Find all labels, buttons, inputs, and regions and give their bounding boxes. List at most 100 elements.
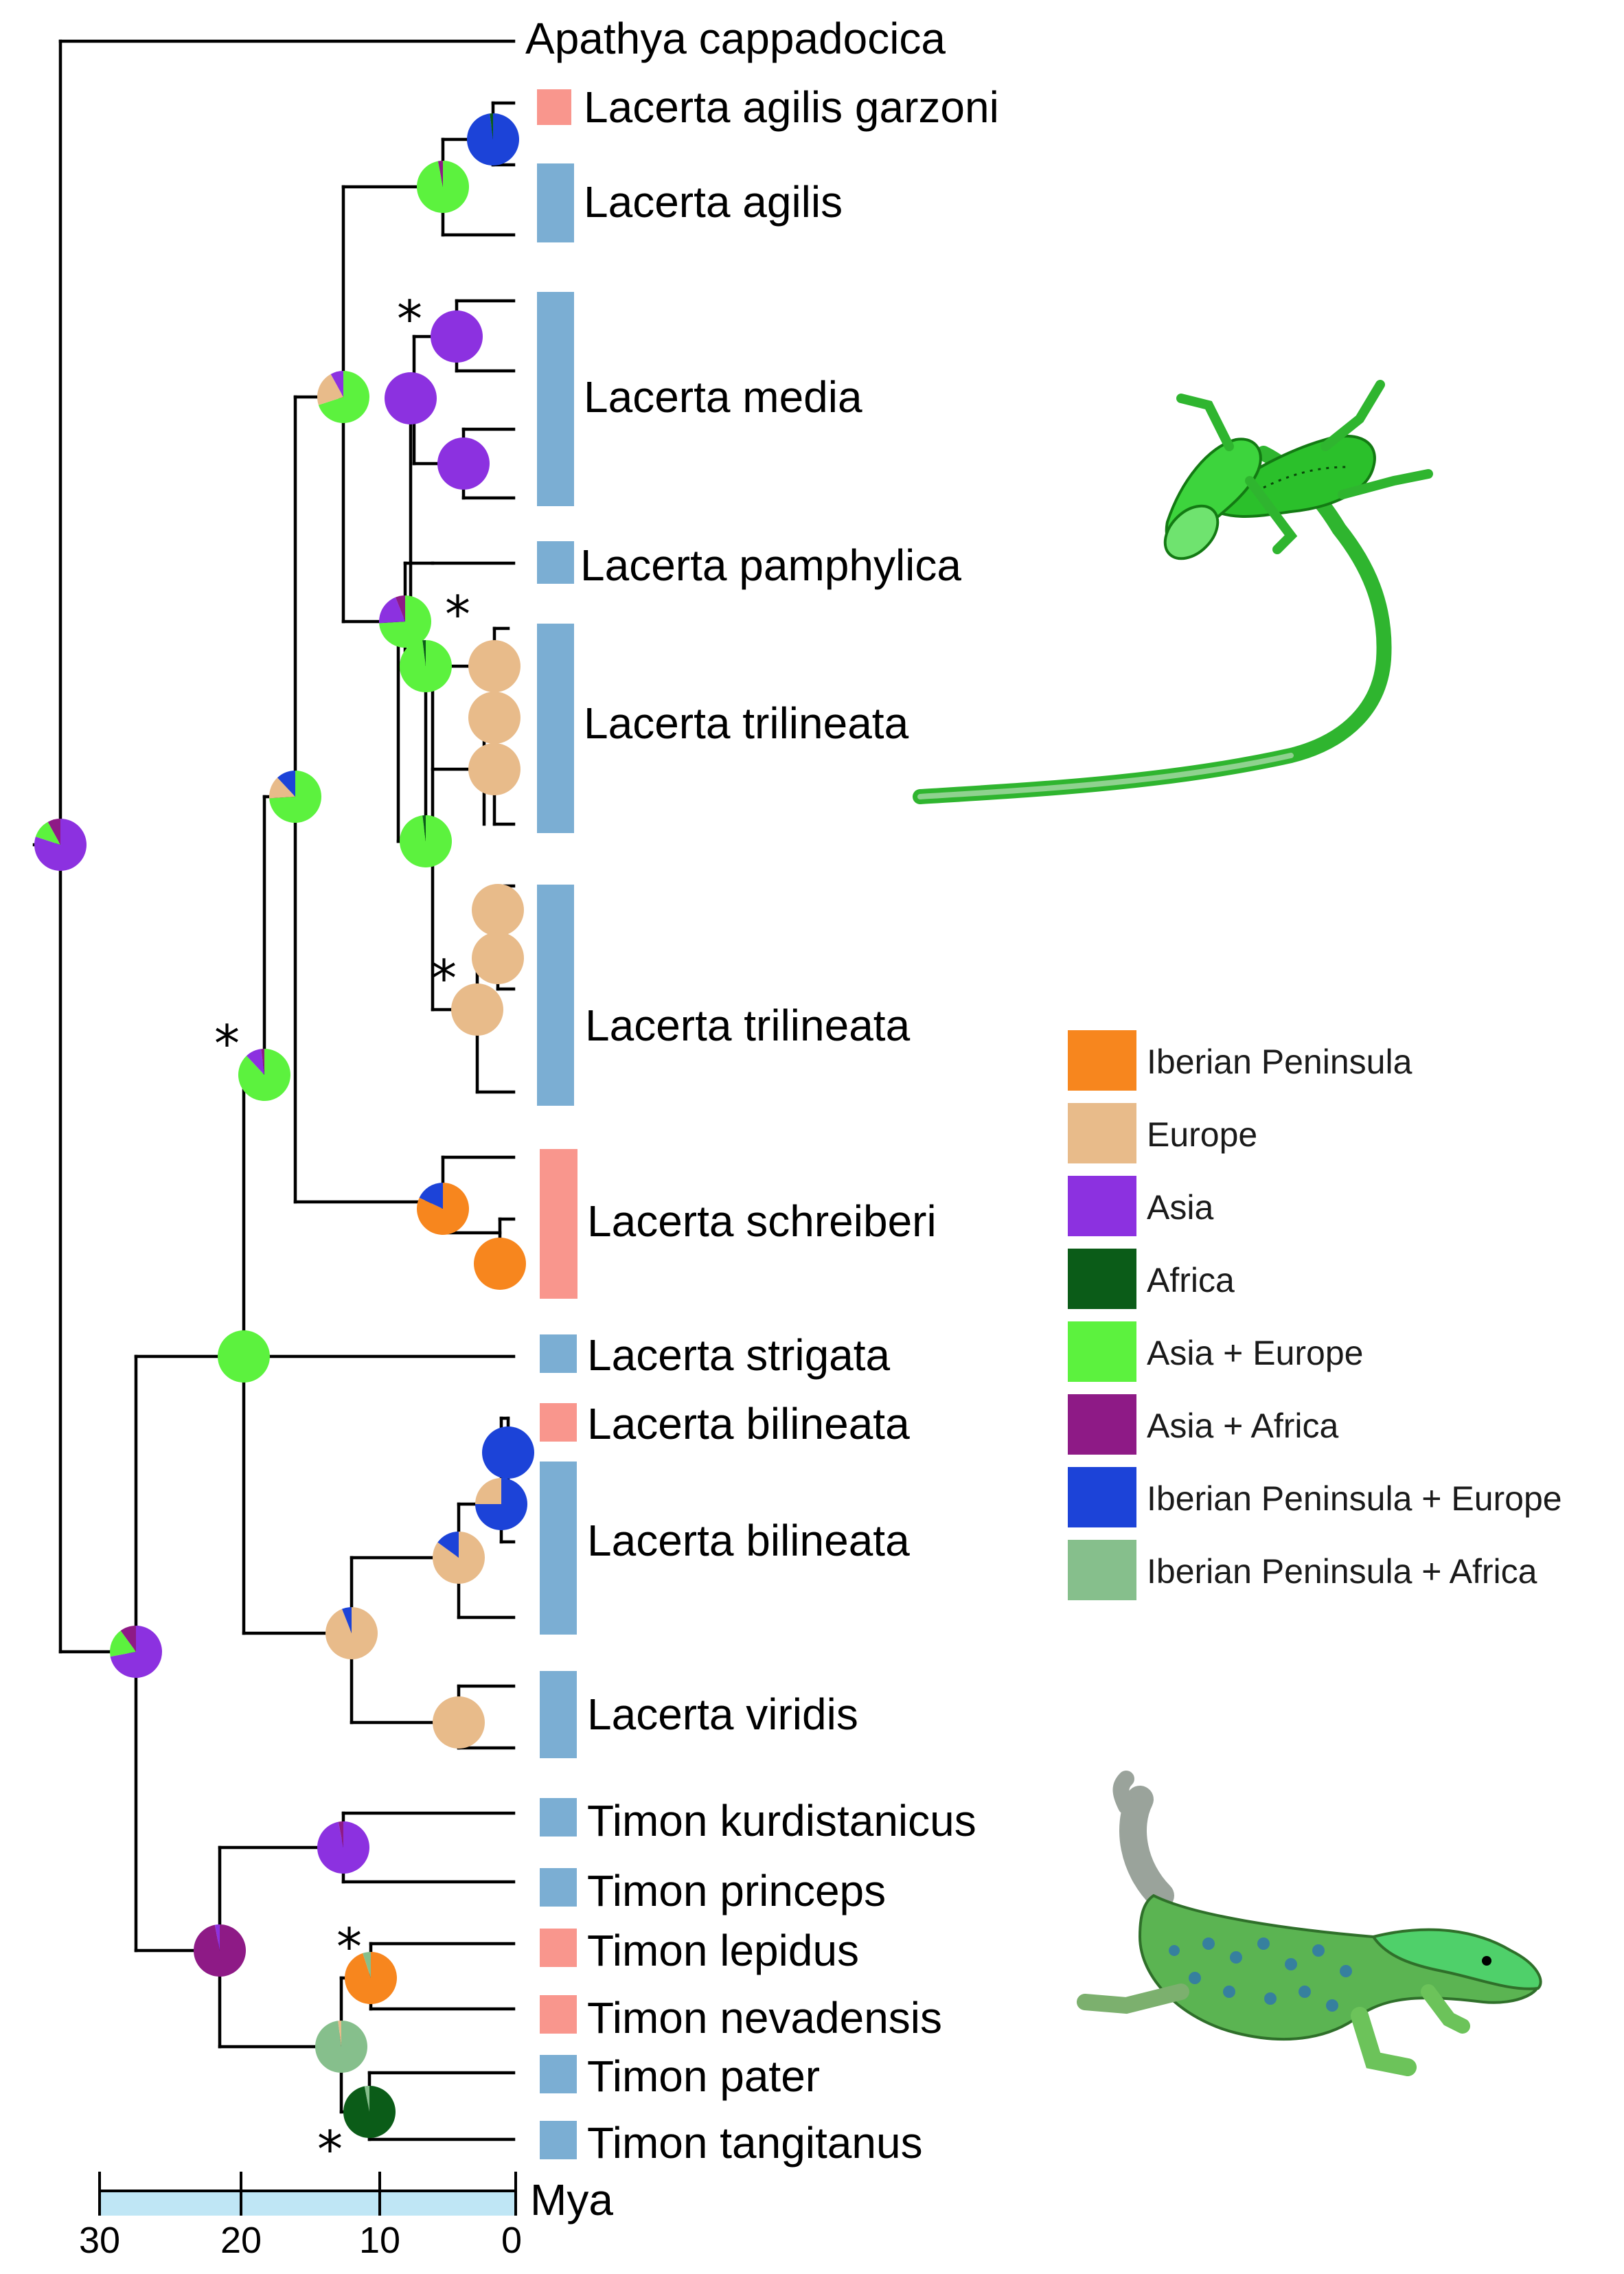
support-asterisk: *	[431, 949, 457, 1008]
range-pie-slice	[379, 597, 405, 624]
bar-trilineata-b	[537, 885, 574, 1106]
range-pie	[269, 771, 322, 823]
tip-label-schreiberi: Lacerta schreiberi	[587, 1196, 937, 1246]
bar-lepidus	[540, 1929, 577, 1967]
range-pie-slice	[325, 1607, 378, 1660]
range-pie	[416, 161, 469, 213]
range-pie-slice	[269, 777, 295, 799]
support-asterisk: *	[317, 2120, 343, 2179]
range-pie-slice	[422, 815, 426, 841]
legend-label: Asia + Europe	[1147, 1334, 1363, 1372]
range-pie	[433, 1696, 485, 1749]
range-pie-slice	[431, 310, 483, 363]
range-pie-slice	[364, 2086, 369, 2112]
bar-trilineata-a	[537, 624, 574, 833]
legend-label: Europe	[1147, 1115, 1257, 1154]
tip-label-strigata: Lacerta strigata	[587, 1330, 891, 1380]
range-pie-slice	[468, 640, 521, 692]
legend-label: Iberian Peninsula + Africa	[1147, 1552, 1537, 1591]
legend-swatch	[1068, 1030, 1136, 1091]
legend-swatch	[1068, 1467, 1136, 1527]
bar-kurdistanicus	[540, 1798, 577, 1837]
legend-swatch	[1068, 1103, 1136, 1163]
range-pie-slice	[342, 1607, 352, 1633]
bar-pamphylica	[537, 541, 574, 584]
range-pie	[451, 983, 503, 1036]
range-pie-slice	[363, 1952, 371, 1978]
range-pie-slice	[344, 1952, 397, 2004]
legend-label: Asia	[1147, 1188, 1213, 1227]
range-pie-slice	[277, 771, 295, 797]
range-pie-slice	[315, 2021, 368, 2073]
bar-viridis	[540, 1671, 577, 1758]
range-pie-slice	[399, 815, 452, 868]
range-pie	[109, 1626, 162, 1678]
legend-swatch	[1068, 1394, 1136, 1455]
range-pie-slice	[338, 1821, 343, 1847]
range-pie	[343, 2086, 396, 2138]
range-pie-slice	[218, 1330, 270, 1383]
bar-bilineata-b	[540, 1462, 577, 1635]
support-asterisk: *	[214, 1014, 240, 1073]
axis-unit-label: Mya	[530, 2175, 613, 2225]
range-pie	[325, 1607, 378, 1660]
range-pie-slice	[416, 161, 469, 213]
bar-nevadensis	[540, 1995, 577, 2034]
tip-label-media: Lacerta media	[584, 372, 862, 422]
range-pie	[344, 1952, 397, 2004]
bar-agilis-garzoni	[537, 89, 571, 125]
bar-media	[537, 292, 574, 506]
range-pie-slice	[34, 819, 87, 871]
range-pie-slice	[269, 771, 322, 823]
tip-labels: Apathya cappadocica Lacerta agilis garzo…	[525, 14, 999, 2168]
bar-bilineata-a	[540, 1403, 577, 1442]
tip-label-pamphylica: Lacerta pamphylica	[580, 541, 961, 590]
tip-label-tangitanus: Timon tangitanus	[587, 2118, 923, 2168]
range-pie-slice	[475, 1478, 501, 1504]
tip-label-bilineata-a: Lacerta bilineata	[587, 1399, 910, 1448]
range-pie-slice	[317, 1821, 370, 1874]
axis-tick-label: 0	[501, 2220, 522, 2261]
range-pie	[417, 1183, 470, 1235]
range-pie-slice	[396, 595, 405, 622]
legend-label: Asia + Africa	[1147, 1407, 1338, 1445]
range-pie-slice	[343, 2086, 396, 2138]
range-pie-slice	[419, 1183, 443, 1209]
range-pie	[475, 1478, 527, 1530]
axis-tick-label: 30	[79, 2220, 120, 2261]
range-pie-slice	[482, 1426, 534, 1479]
range-pie-slice	[468, 692, 521, 744]
range-pie	[482, 1426, 534, 1479]
range-pie-slice	[433, 1696, 485, 1749]
tip-label-princeps: Timon princeps	[587, 1866, 886, 1915]
legend-label: Iberian Peninsula	[1147, 1043, 1413, 1081]
range-pie-slice	[468, 743, 521, 795]
timon-photo-icon	[1077, 1771, 1542, 2076]
range-pie-slice	[437, 437, 490, 490]
range-pie	[379, 595, 431, 648]
range-pie	[466, 113, 519, 166]
range-pie	[474, 1238, 526, 1290]
ancestral-range-pies	[34, 113, 534, 2138]
range-pie	[468, 692, 521, 744]
range-pie-slice	[422, 640, 426, 666]
legend-swatch	[1068, 1249, 1136, 1309]
range-pie-slice	[47, 819, 60, 845]
range-pie	[472, 884, 524, 936]
tip-label-bilineata-b: Lacerta bilineata	[587, 1516, 910, 1565]
range-pie	[468, 640, 521, 692]
range-pie-slice	[317, 374, 343, 405]
range-pie-slice	[194, 1924, 247, 1977]
range-pie	[399, 815, 452, 868]
range-pie	[194, 1924, 247, 1977]
range-pie	[317, 371, 370, 424]
bar-agilis	[537, 163, 574, 242]
range-pie-slice	[35, 821, 60, 845]
range-pie-slice	[432, 1532, 485, 1584]
range-pie	[385, 372, 437, 424]
range-pie-slice	[472, 932, 524, 984]
tip-label-nevadensis: Timon nevadensis	[587, 1993, 942, 2043]
tip-label-trilineata-b: Lacerta trilineata	[585, 1001, 911, 1050]
